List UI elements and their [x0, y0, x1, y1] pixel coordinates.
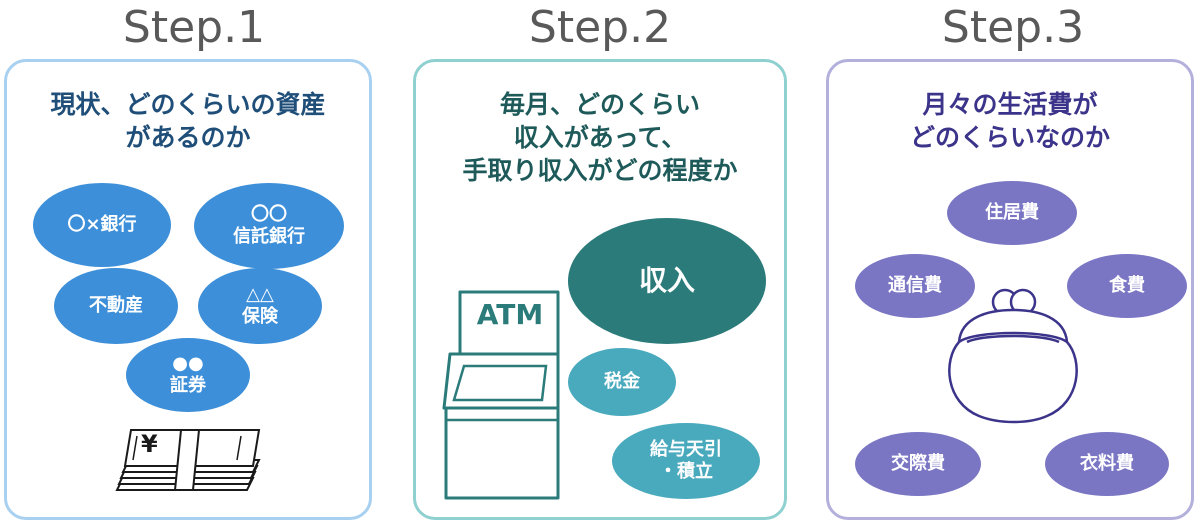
banknote-stack-icon: [113, 426, 263, 496]
coin-purse-icon: [939, 284, 1087, 426]
expense-bubble-food-label: 食費: [1109, 275, 1145, 297]
asset-bubble-trust-bank-line-2: 信託銀行: [233, 226, 305, 248]
step-2-card: 毎月、どのくらい 収入があって、 手取り収入がどの程度か ATM 収入 税金 給…: [413, 59, 787, 520]
step-3-card: 月々の生活費が どのくらいなのか 住居費 通信費 食費 交際費 衣料費: [826, 59, 1194, 520]
asset-bubble-securities-line-2: 証券: [170, 375, 206, 397]
deduction-bubble-tax: 税金: [568, 348, 676, 416]
expense-bubble-housing: 住居費: [947, 181, 1077, 245]
deduction-bubble-tax-label: 税金: [604, 371, 640, 393]
deduction-bubble-payroll-line-2: ・積立: [659, 461, 713, 483]
asset-bubble-bank: 〇×銀行: [33, 183, 171, 267]
deduction-bubble-payroll: 給与天引 ・積立: [612, 423, 760, 499]
expense-bubble-social: 交際費: [855, 432, 981, 496]
step-3-heading-line-2: どのくらいなのか: [829, 121, 1191, 154]
asset-bubble-insurance-line-1: △△: [246, 284, 274, 306]
deduction-bubble-payroll-line-1: 給与天引: [650, 439, 722, 461]
step-3-heading: 月々の生活費が どのくらいなのか: [829, 88, 1191, 154]
asset-bubble-real-estate-label: 不動産: [89, 295, 143, 317]
expense-bubble-housing-label: 住居費: [985, 202, 1039, 224]
banknote-yen-symbol: ¥: [141, 430, 158, 458]
asset-bubble-insurance: △△ 保険: [198, 268, 322, 344]
step-2-heading-line-3: 手取り収入がどの程度か: [416, 154, 784, 187]
asset-bubble-bank-label: 〇×銀行: [67, 214, 136, 236]
step-1-card: 現状、どのくらいの資産 があるのか 〇×銀行 〇〇 信託銀行 不動産 △△ 保険…: [4, 59, 372, 520]
asset-bubble-securities-line-1: ●●: [172, 353, 203, 375]
asset-bubble-securities: ●● 証券: [126, 338, 250, 412]
expense-bubble-communication-label: 通信費: [888, 275, 942, 297]
expense-bubble-clothing: 衣料費: [1045, 432, 1169, 496]
step-1-heading: 現状、どのくらいの資産 があるのか: [7, 88, 369, 154]
income-bubble-label: 収入: [639, 265, 695, 297]
step-2-heading-line-2: 収入があって、: [416, 121, 784, 154]
step-3-heading-line-1: 月々の生活費が: [829, 88, 1191, 121]
asset-bubble-trust-bank: 〇〇 信託銀行: [194, 183, 344, 269]
asset-bubble-trust-bank-line-1: 〇〇: [251, 204, 287, 226]
step-3-title: Step.3: [823, 2, 1200, 53]
step-1-title: Step.1: [4, 2, 384, 53]
atm-label: ATM: [463, 298, 557, 331]
expense-bubble-clothing-label: 衣料費: [1080, 453, 1134, 475]
step-1-heading-line-2: があるのか: [7, 121, 369, 154]
asset-bubble-real-estate: 不動産: [54, 268, 178, 344]
step-2-title: Step.2: [410, 2, 790, 53]
step-2-heading: 毎月、どのくらい 収入があって、 手取り収入がどの程度か: [416, 88, 784, 187]
step-1-heading-line-1: 現状、どのくらいの資産: [7, 88, 369, 121]
income-bubble: 収入: [568, 218, 766, 344]
expense-bubble-social-label: 交際費: [891, 453, 945, 475]
asset-bubble-insurance-line-2: 保険: [242, 306, 278, 328]
step-2-heading-line-1: 毎月、どのくらい: [416, 88, 784, 121]
